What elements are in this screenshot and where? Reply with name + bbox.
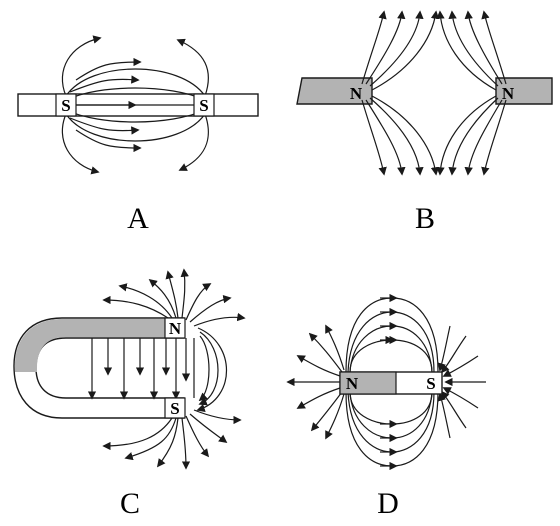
pole-label-d-right: S — [426, 374, 435, 393]
field-lines-d — [286, 293, 486, 471]
caption-b: B — [415, 202, 435, 235]
figure-a: S S A — [17, 35, 259, 235]
figure-b: N N B — [296, 10, 553, 235]
field-lines-b — [361, 10, 507, 176]
pole-label-a-left: S — [61, 96, 70, 115]
pole-label-c-bottom: S — [170, 399, 179, 418]
caption-a: A — [127, 202, 149, 235]
caption-c: C — [120, 487, 140, 520]
figure-c: N S C — [13, 268, 246, 520]
pole-label-b-right: N — [502, 84, 515, 103]
pole-label-a-right: S — [199, 96, 208, 115]
pole-label-d-left: N — [346, 374, 359, 393]
bar-magnet-b-right — [495, 77, 553, 105]
figure-d: N S D — [286, 293, 486, 520]
pole-label-b-left: N — [350, 84, 363, 103]
caption-d: D — [377, 487, 399, 520]
field-lines-c-outer — [102, 268, 246, 470]
field-lines-c-inner — [87, 327, 228, 412]
field-lines-a — [61, 35, 209, 175]
pole-label-c-top: N — [169, 319, 182, 338]
bar-magnet-b-left — [296, 77, 373, 105]
